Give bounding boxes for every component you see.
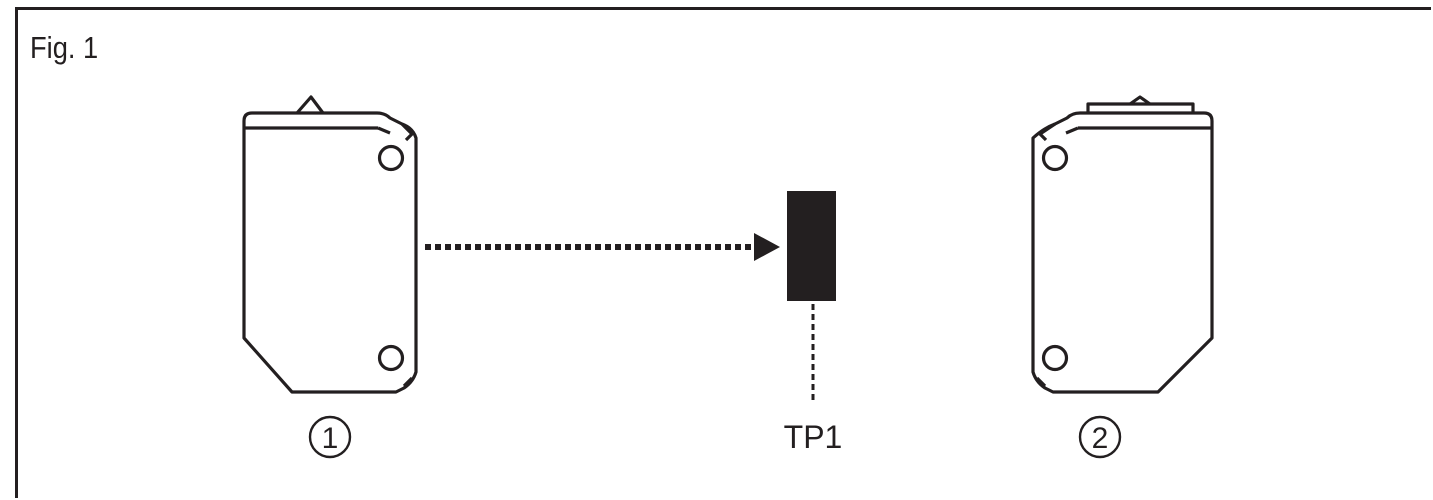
figure-frame	[15, 7, 1431, 498]
sensor-2-bevel-bottom	[1035, 376, 1047, 388]
light-beam-arrowhead	[754, 233, 780, 261]
callout-sensor-1: 1	[308, 415, 352, 459]
callout-circle-2	[1078, 415, 1122, 459]
sensor-2-connector-tab	[1129, 95, 1151, 106]
sensor-1	[242, 95, 418, 394]
callout-sensor-2: 2	[1078, 415, 1122, 459]
target-block	[787, 191, 836, 301]
callout-number-1: 1	[322, 422, 339, 455]
callout-circle-1	[308, 415, 352, 459]
sensor-1-bevel-bottom	[402, 376, 414, 388]
figure-label: Fig. 1	[30, 30, 99, 65]
target-label: TP1	[784, 419, 843, 455]
sensor-2-bevel-top	[1038, 122, 1056, 142]
sensor-2-mount-hole-top	[1041, 144, 1069, 172]
sensor-1-bevel-top	[400, 122, 414, 142]
sensor-2	[1031, 95, 1214, 394]
sensor-1-mount-hole-bottom	[377, 344, 405, 372]
sensor-2-mount-hole-bottom	[1041, 344, 1069, 372]
sensor-2-body	[1031, 111, 1214, 394]
sensor-1-tab	[295, 95, 325, 115]
callout-number-2: 2	[1092, 422, 1109, 455]
sensor-1-lens-edge	[377, 126, 391, 135]
sensor-1-mount-hole-top	[377, 144, 405, 172]
sensor-2-top-connector	[1086, 102, 1195, 113]
sensor-2-lens-edge	[1065, 126, 1079, 135]
sensor-1-body	[242, 111, 418, 394]
